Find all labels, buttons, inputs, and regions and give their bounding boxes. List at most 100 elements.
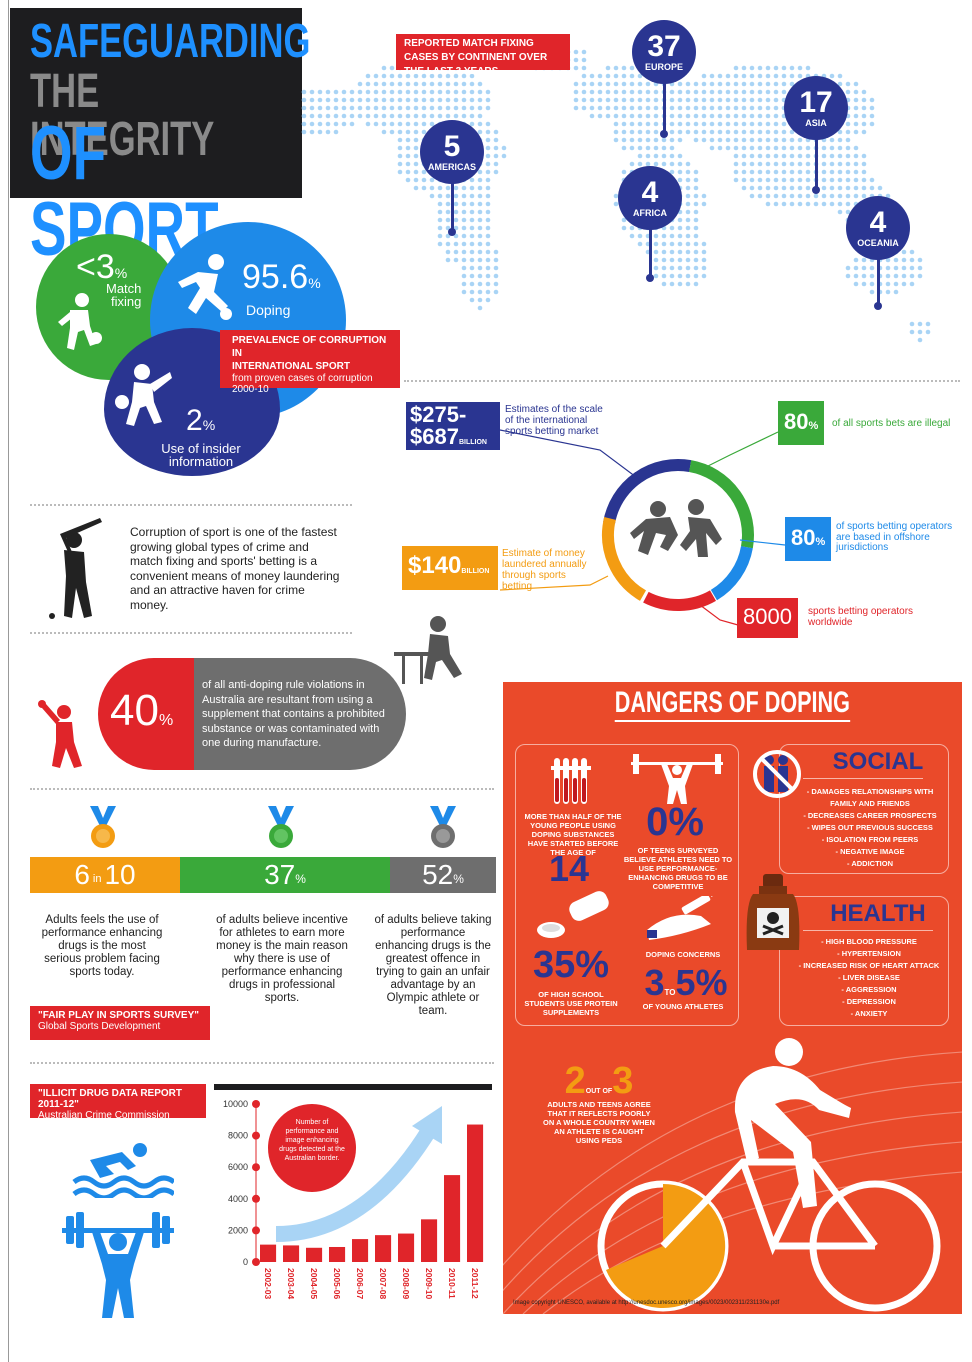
- market-text: Estimates of the scale of the internatio…: [505, 404, 603, 437]
- survey-source-sub: Global Sports Development: [38, 1021, 161, 1032]
- social-item: - WIPES OUT PREVIOUS SUCCESS: [807, 823, 933, 832]
- x-tick-label: 2002-03: [263, 1268, 273, 1299]
- insider-value: 2: [186, 404, 203, 437]
- teens-text: OF TEENS SURVEYED BELIEVE ATHLETES NEED …: [623, 846, 733, 891]
- copyright-text: Image copyright UNESCO, available at htt…: [513, 1300, 780, 1306]
- survey-text-1: Adults feels the use of performance enha…: [41, 914, 163, 978]
- runner-icon: [178, 254, 232, 320]
- doping-value: 95.6: [242, 258, 309, 296]
- test-tubes-icon: [551, 758, 591, 804]
- pill-bottle-icon: [537, 891, 609, 938]
- x-tick-label: 2007-08: [378, 1268, 388, 1299]
- chart-bar: [352, 1239, 369, 1262]
- volleyball-player-icon: [38, 700, 82, 768]
- trend-arrow: [275, 1127, 435, 1242]
- chart-annotation: Number of performance and image enhancin…: [268, 1104, 356, 1192]
- health-box: [779, 896, 949, 1026]
- divider: [30, 1062, 494, 1064]
- survey-text-3: of adults believe taking performance enh…: [374, 914, 492, 1017]
- betting-ring: [602, 459, 755, 612]
- offshore-text: of sports betting operators are based in…: [836, 521, 953, 553]
- prevalence-box: PREVALENCE OF CORRUPTION IN INTERNATIONA…: [220, 330, 400, 395]
- divider: [404, 380, 960, 382]
- pin-label: EUROPE: [644, 62, 683, 72]
- survey-stat-1-in: in: [92, 873, 102, 885]
- weightlifter-icon: [62, 1212, 174, 1318]
- title-line-1: SAFEGUARDING: [30, 15, 311, 68]
- illegal-unit: %: [808, 420, 819, 432]
- medal-icon: [268, 806, 294, 848]
- survey-stat-1a: 6: [74, 859, 90, 890]
- health-item: - LIVER DISEASE: [838, 973, 900, 982]
- y-tick-dot: [252, 1194, 260, 1203]
- laundered-value: $140: [408, 552, 462, 579]
- title-line-2: THE INTEGRITY: [30, 65, 215, 166]
- weightlifter-small-icon: [631, 754, 723, 804]
- chart-bar: [260, 1244, 277, 1262]
- half-value: 14: [549, 848, 590, 889]
- chart-bar: [306, 1247, 323, 1262]
- social-list: - DAMAGES RELATIONSHIPS WITH FAMILY AND …: [795, 786, 945, 870]
- anti-doping-pill: 40%: [98, 658, 194, 770]
- social-rule: [803, 778, 923, 779]
- divider: [30, 788, 494, 790]
- y-tick-label: 2000: [228, 1225, 248, 1235]
- operators-box: 8000: [737, 598, 798, 638]
- y-tick-label: 10000: [223, 1099, 248, 1109]
- concerns-b: 5%: [675, 962, 728, 1003]
- y-tick-dot: [252, 1131, 260, 1140]
- corruption-text: Corruption of sport is one of the fastes…: [130, 525, 340, 612]
- illicit-source-title: "ILLICIT DRUG DATA REPORT 2011-12": [38, 1088, 182, 1110]
- operators-text: sports betting operators worldwide: [808, 606, 914, 628]
- syringe-icon: [647, 896, 713, 940]
- concerns-text: OF YOUNG ATHLETES: [642, 1002, 724, 1011]
- divider: [30, 504, 352, 506]
- x-tick-label: 2008-09: [401, 1268, 411, 1299]
- swimmer-icon: [72, 1143, 174, 1198]
- cyclist-illustration: [503, 1038, 962, 1314]
- divider: [30, 632, 352, 634]
- survey-bar-2: 37 %: [180, 857, 390, 893]
- concerns-a: 3: [644, 962, 665, 1003]
- survey-text-2: of adults believe incentive for athletes…: [216, 914, 348, 1004]
- prevalence-sub-1: from proven cases of corruption: [232, 373, 373, 384]
- survey-stat-3-unit: %: [453, 872, 464, 886]
- pin-label: OCEANIA: [857, 238, 899, 248]
- two-thirds-b: 3: [612, 1060, 634, 1102]
- offshore-box: 80%: [785, 517, 832, 561]
- social-box: [779, 744, 949, 874]
- insider-circle: 2% Use of insider information: [104, 328, 280, 476]
- anti-doping-unit: %: [158, 712, 174, 729]
- doping-label: Doping: [246, 302, 291, 318]
- pin-value: 37: [647, 30, 681, 63]
- poison-bottle-icon: [746, 874, 800, 950]
- x-tick-label: 2006-07: [355, 1268, 365, 1299]
- two-thirds-a: 2: [564, 1060, 586, 1102]
- health-item: - HYPERTENSION: [837, 949, 901, 958]
- y-tick-label: 6000: [228, 1162, 248, 1172]
- social-item: - ADDICTION: [847, 859, 893, 868]
- survey-stat-2: 37: [264, 859, 296, 890]
- illicit-source-sub: Australian Crime Commission: [38, 1110, 170, 1121]
- prevalence-sub-2: 2000-10: [232, 384, 269, 395]
- market-value-2: $687: [410, 424, 459, 449]
- survey-stat-2-unit: %: [295, 872, 306, 886]
- chart-bar: [375, 1235, 392, 1262]
- pin-value: 5: [443, 130, 461, 163]
- health-list: - HIGH BLOOD PRESSURE - HYPERTENSION - I…: [789, 936, 949, 1020]
- dangers-of-doping-panel: DANGERS OF DOPING MORE THAN HALF OF THE …: [503, 682, 962, 1314]
- x-tick-label: 2009-10: [424, 1268, 434, 1299]
- match-value: <3: [76, 248, 115, 286]
- y-tick-dot: [252, 1226, 260, 1235]
- two-thirds-out: OUT OF: [585, 1088, 613, 1095]
- match-fixing-value: <3%: [76, 248, 127, 287]
- health-item: - INCREASED RISK OF HEART ATTACK: [798, 961, 940, 970]
- survey-source: "FAIR PLAY IN SPORTS SURVEY" Global Spor…: [30, 1006, 210, 1040]
- insider-label-2: information: [168, 454, 234, 469]
- y-tick-dot: [252, 1163, 260, 1172]
- health-item: - ANXIETY: [850, 1009, 888, 1018]
